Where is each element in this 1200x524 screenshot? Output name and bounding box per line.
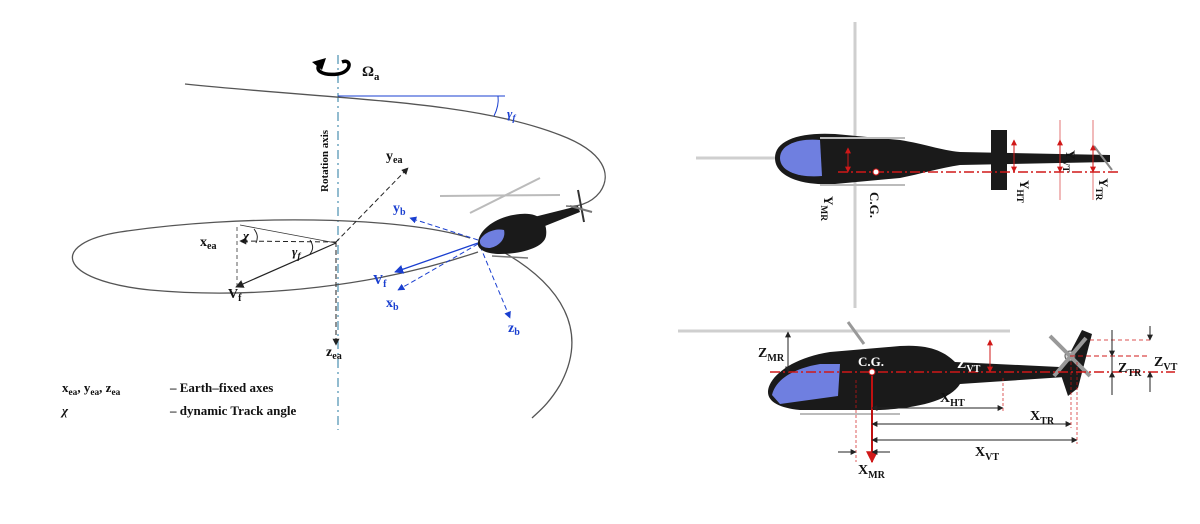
rotation-axis-label: Rotation axis bbox=[319, 129, 331, 192]
top-view-helicopter: YVT YHT YTR YMR C.G. bbox=[696, 22, 1118, 308]
y-b-label: yb bbox=[393, 201, 406, 218]
y-ht-label: YHT bbox=[1014, 180, 1032, 204]
y-mr-label: YMR bbox=[818, 196, 836, 221]
legend-axes-line: xea, yea, zea bbox=[62, 380, 121, 398]
spiral-trajectory-upper bbox=[184, 83, 606, 207]
top-horizontal-tail bbox=[991, 130, 1007, 190]
vf-black-label: Vf bbox=[228, 287, 242, 304]
x-tr-label: XTR bbox=[1030, 409, 1055, 427]
vf-blue-label: Vf bbox=[373, 273, 387, 290]
top-cg-marker bbox=[872, 168, 880, 176]
x-ht-label: XHT bbox=[940, 391, 965, 409]
x-b-label: xb bbox=[386, 296, 399, 313]
y-tr-label: YTR bbox=[1093, 178, 1111, 201]
legend-axes-desc: – Earth–fixed axes bbox=[169, 380, 273, 395]
y-b-axis bbox=[409, 216, 479, 241]
y-ea-label: yea bbox=[386, 149, 403, 166]
z-b-axis bbox=[479, 245, 511, 319]
z-b-label: zb bbox=[508, 321, 520, 338]
x-vt-label: XVT bbox=[975, 445, 999, 463]
chi-arc bbox=[253, 228, 258, 244]
x-ea-label: xea bbox=[200, 235, 217, 252]
x-b-axis bbox=[397, 243, 479, 291]
z-vt-right-label: ZVT bbox=[1154, 355, 1178, 373]
x-mr-label: XMR bbox=[858, 463, 886, 481]
side-view-helicopter: ZMR C.G. ZVT ZTR ZVT XHT XTR XVT XMR bbox=[678, 321, 1178, 481]
spiral-trajectory-loop bbox=[71, 219, 479, 294]
gamma-f-mid-arc bbox=[309, 239, 314, 255]
y-ea-axis bbox=[335, 167, 409, 243]
side-rotor-blade-tilt bbox=[846, 321, 866, 345]
side-cg-label: C.G. bbox=[858, 354, 884, 369]
top-tail-rotor bbox=[1093, 145, 1113, 171]
z-mr-label: ZMR bbox=[758, 346, 785, 364]
side-cg-marker bbox=[868, 368, 876, 376]
vf-blue-vector bbox=[394, 242, 479, 274]
legend-chi-desc: – dynamic Track angle bbox=[169, 403, 297, 418]
side-canopy bbox=[772, 364, 840, 404]
chi-reference-line bbox=[239, 224, 337, 244]
z-ea-label: zea bbox=[326, 345, 342, 362]
left-trajectory-diagram: Ωa γf Rotation axis yea xea zea χ γf Vf … bbox=[60, 55, 606, 430]
z-vt-left-label: ZVT bbox=[957, 357, 981, 375]
z-tr-label: ZTR bbox=[1118, 361, 1142, 379]
legend-chi-symbol: χ bbox=[60, 403, 69, 418]
spiral-trajectory-tail bbox=[504, 252, 573, 419]
gamma-f-mid-label: γf bbox=[292, 244, 301, 262]
helicopter-icon bbox=[439, 177, 593, 259]
chi-label: χ bbox=[241, 228, 250, 243]
side-tail-rotor-blade-b bbox=[1052, 336, 1088, 378]
top-canopy bbox=[780, 139, 822, 177]
y-vt-label: YVT bbox=[1060, 150, 1078, 173]
rotation-arrow-icon bbox=[312, 58, 351, 77]
side-fuselage bbox=[768, 345, 1080, 410]
omega-a-label: Ωa bbox=[362, 64, 380, 83]
gamma-f-top-arc bbox=[493, 95, 499, 117]
x-ea-axis bbox=[239, 237, 337, 245]
gamma-f-top-label: γf bbox=[507, 106, 516, 124]
top-cg-label: C.G. bbox=[867, 192, 882, 218]
vf-black-vector bbox=[235, 242, 337, 288]
legend: xea, yea, zea – Earth–fixed axes χ – dyn… bbox=[60, 380, 297, 418]
